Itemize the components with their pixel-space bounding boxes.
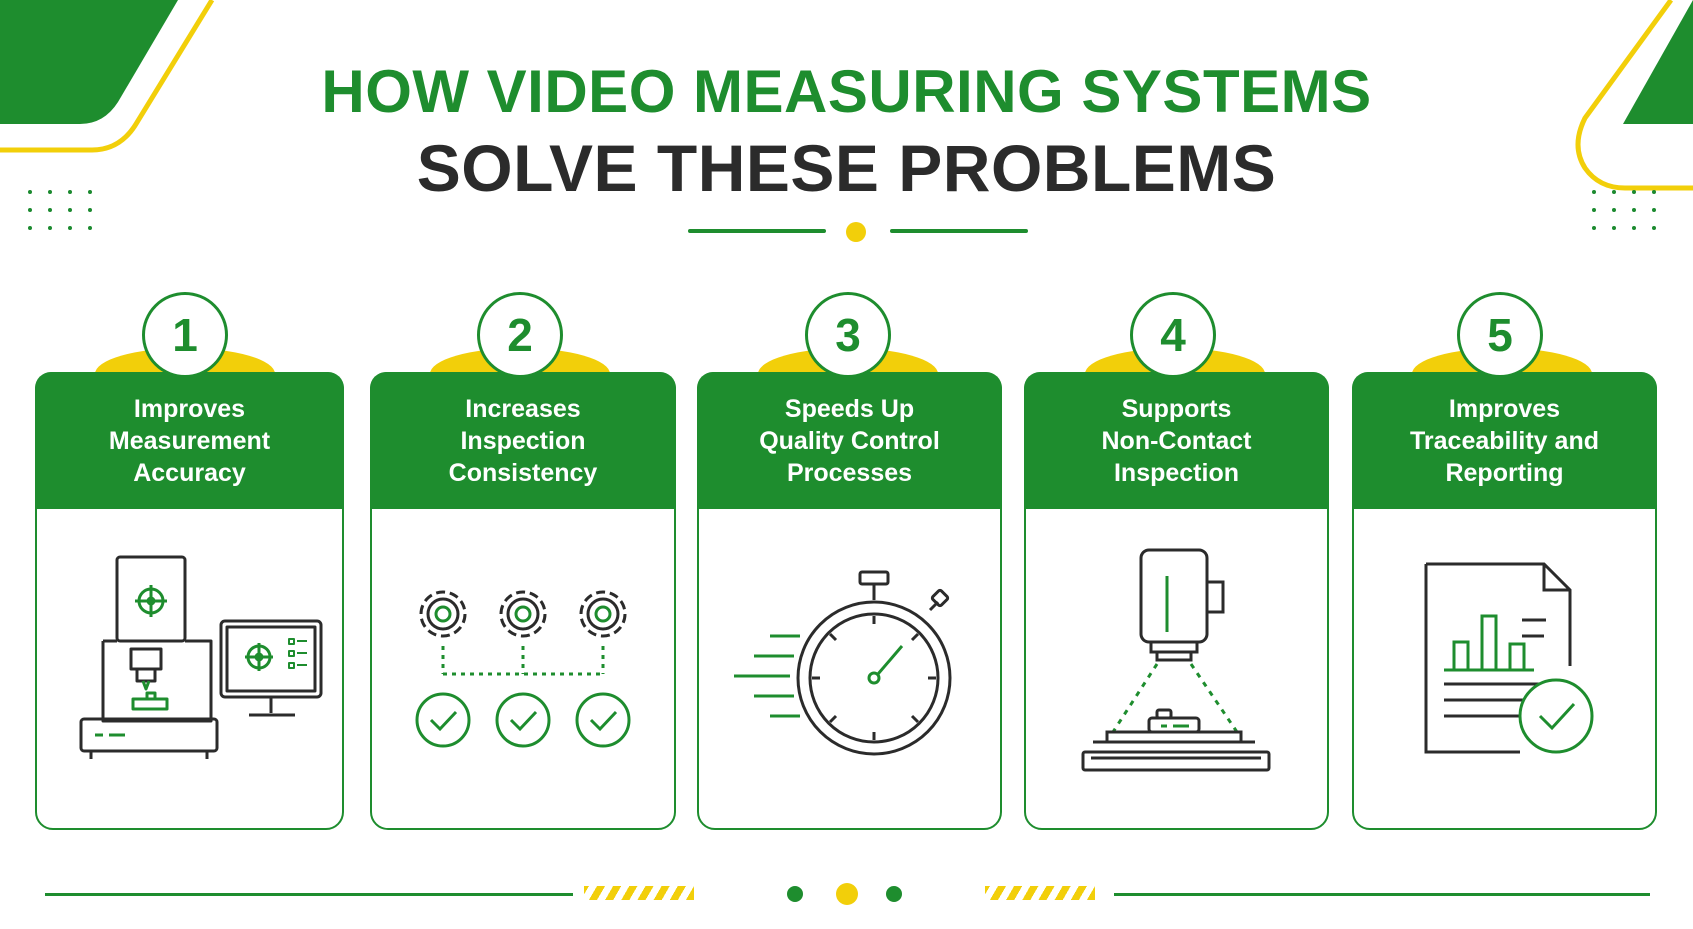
footer-line-left [45, 893, 573, 896]
report-document-icon [1424, 562, 1593, 754]
card-5-number: 5 [1487, 309, 1513, 361]
card-4-label: Supports Non-Contact Inspection [1101, 394, 1252, 487]
title-line-1: HOW VIDEO MEASURING SYSTEMS [321, 58, 1372, 125]
footer-line-right [1114, 893, 1650, 896]
title-line-2: SOLVE THESE PROBLEMS [416, 131, 1277, 205]
card-5-header: Improves Traceability and Reporting [1352, 372, 1657, 509]
card-4: Supports Non-Contact Inspection [1024, 372, 1329, 830]
video-measuring-machine-icon [79, 555, 322, 759]
card-1-number-badge: 1 [142, 292, 228, 378]
card-1-number: 1 [172, 309, 198, 361]
corner-decoration-left [0, 0, 215, 153]
card-4-header: Supports Non-Contact Inspection [1024, 372, 1329, 509]
title-divider [688, 222, 1028, 242]
camera-scan-icon [1081, 548, 1270, 772]
card-3-number-badge: 3 [805, 292, 891, 378]
card-2: Increases Inspection Consistency [370, 372, 676, 830]
footer-hatch-left [584, 886, 694, 900]
card-1-header: Improves Measurement Accuracy [35, 372, 344, 509]
stopwatch-icon [733, 570, 951, 756]
dot-grid-left [28, 190, 94, 230]
footer-dot-2 [836, 883, 858, 905]
card-5-label: Improves Traceability and Reporting [1410, 394, 1599, 487]
card-2-number-badge: 2 [477, 292, 563, 378]
footer-dot-1 [787, 886, 803, 902]
card-1: Improves Measurement Accuracy [35, 372, 344, 830]
page-title: HOW VIDEO MEASURING SYSTEMS SOLVE THESE … [0, 56, 1693, 208]
corner-decoration-right [1575, 0, 1693, 191]
card-1-label: Improves Measurement Accuracy [108, 394, 271, 487]
card-2-header: Increases Inspection Consistency [370, 372, 676, 509]
card-3-label: Speeds Up Quality Control Processes [759, 394, 940, 487]
card-2-number: 2 [507, 309, 533, 361]
card-5: Improves Traceability and Reporting [1352, 372, 1657, 830]
gears-checkmarks-icon [415, 590, 631, 748]
card-5-number-badge: 5 [1457, 292, 1543, 378]
card-4-number-badge: 4 [1130, 292, 1216, 378]
card-3-header: Speeds Up Quality Control Processes [697, 372, 1002, 509]
card-3-number: 3 [835, 309, 861, 361]
card-2-label: Increases Inspection Consistency [448, 394, 598, 487]
card-4-number: 4 [1160, 309, 1186, 361]
footer-dot-3 [886, 886, 902, 902]
card-3: Speeds Up Quality Control Processes [697, 372, 1002, 830]
dot-grid-right [1592, 190, 1658, 230]
footer-hatch-right [985, 886, 1095, 900]
